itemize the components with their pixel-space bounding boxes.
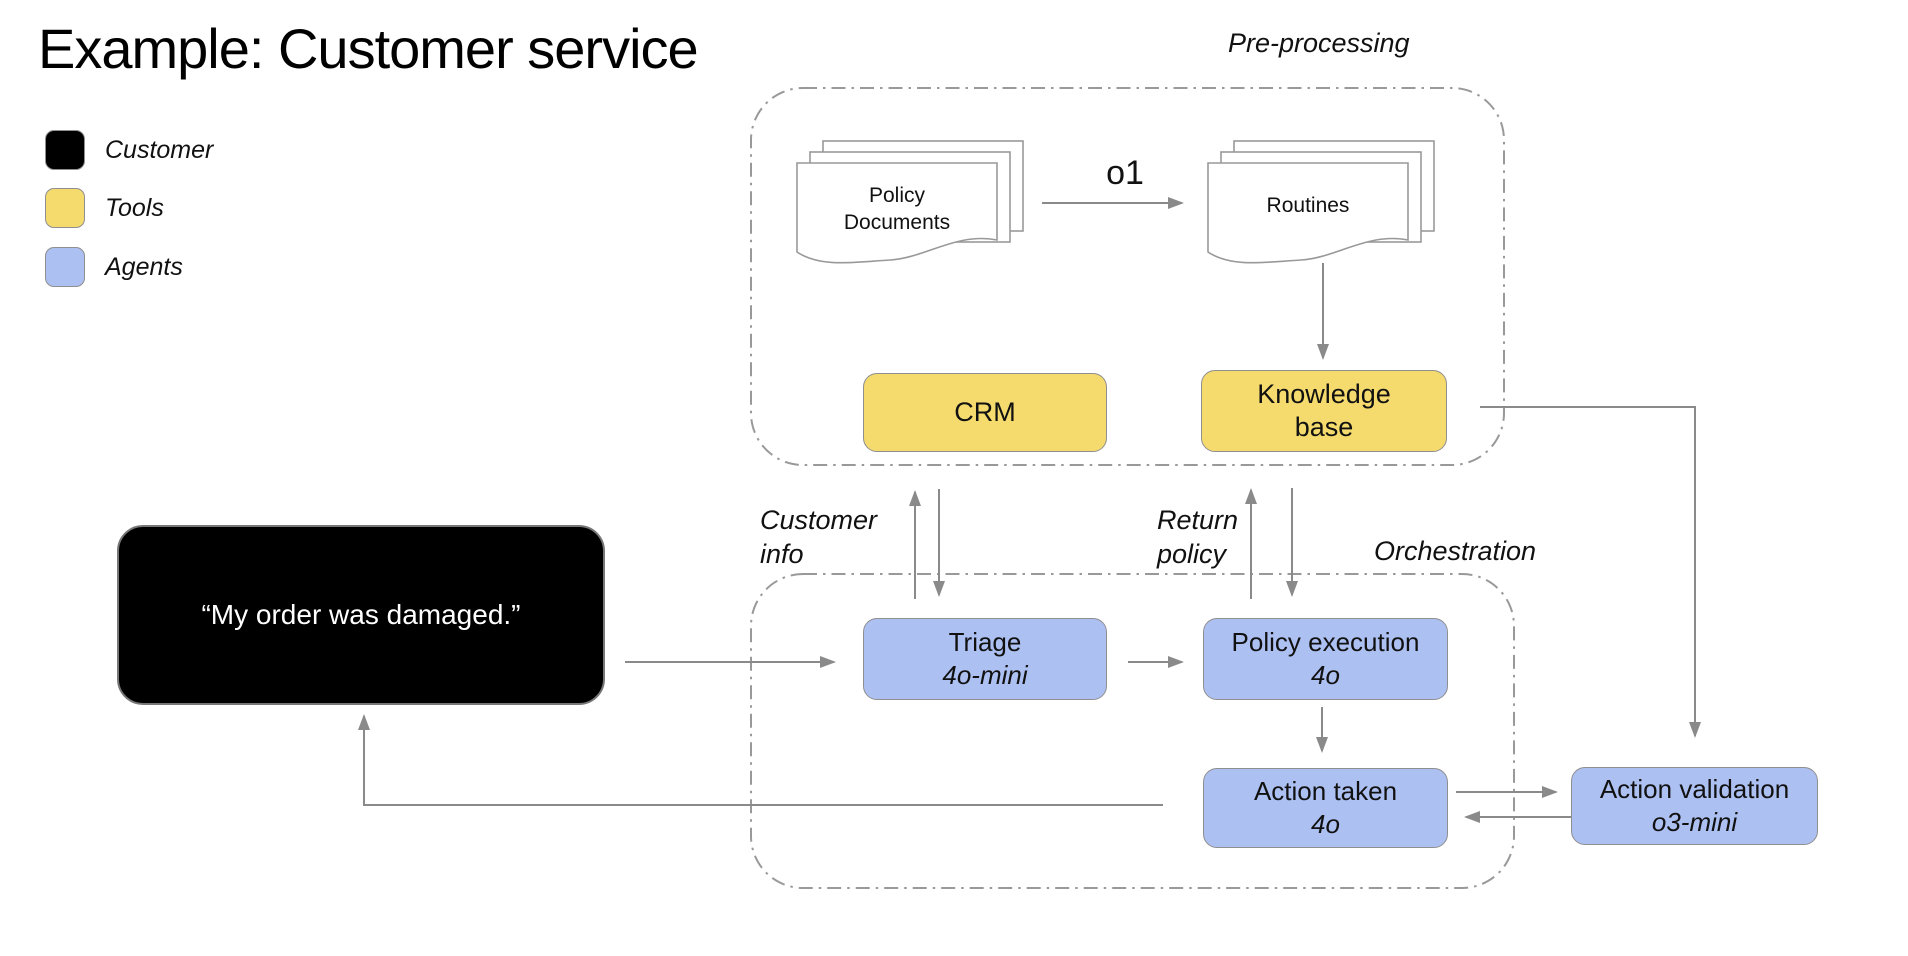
customer-info-edge-label: Customer info bbox=[760, 505, 878, 569]
policy-execution-agent-node: Policy execution 4o bbox=[1203, 618, 1448, 700]
legend-item-agents: Agents bbox=[45, 247, 183, 287]
preprocessing-container bbox=[750, 87, 1505, 466]
preprocessing-label: Pre-processing bbox=[1228, 28, 1410, 58]
o1-model-label: o1 bbox=[1106, 154, 1144, 192]
arrow-action-taken-to-customer bbox=[358, 714, 1163, 806]
customer-swatch-icon bbox=[45, 130, 85, 170]
triage-agent-node: Triage 4o-mini bbox=[863, 618, 1107, 700]
legend-item-customer: Customer bbox=[45, 130, 213, 170]
return-policy-edge-label: Return policy bbox=[1157, 505, 1239, 569]
legend-label: Customer bbox=[105, 135, 214, 164]
crm-node: CRM bbox=[863, 373, 1107, 452]
customer-message-node: “My order was damaged.” bbox=[117, 525, 605, 705]
arrow-knowledge-base-to-action-validation bbox=[1480, 406, 1701, 738]
page-title: Example: Customer service bbox=[38, 17, 699, 80]
tools-swatch-icon bbox=[45, 188, 85, 228]
policy-documents-label: Policy Documents bbox=[843, 184, 951, 234]
agents-swatch-icon bbox=[45, 247, 85, 287]
action-taken-agent-node: Action taken 4o bbox=[1203, 768, 1448, 848]
orchestration-label: Orchestration bbox=[1374, 536, 1537, 566]
customer-message-text: “My order was damaged.” bbox=[201, 599, 521, 630]
legend-label: Tools bbox=[105, 193, 164, 222]
legend-item-tools: Tools bbox=[45, 188, 164, 228]
routines-label: Routines bbox=[1266, 193, 1350, 217]
knowledge-base-node: Knowledge base bbox=[1201, 370, 1447, 452]
action-validation-agent-node: Action validation o3-mini bbox=[1571, 767, 1818, 845]
legend-label: Agents bbox=[105, 252, 183, 281]
orchestration-container bbox=[750, 573, 1515, 889]
